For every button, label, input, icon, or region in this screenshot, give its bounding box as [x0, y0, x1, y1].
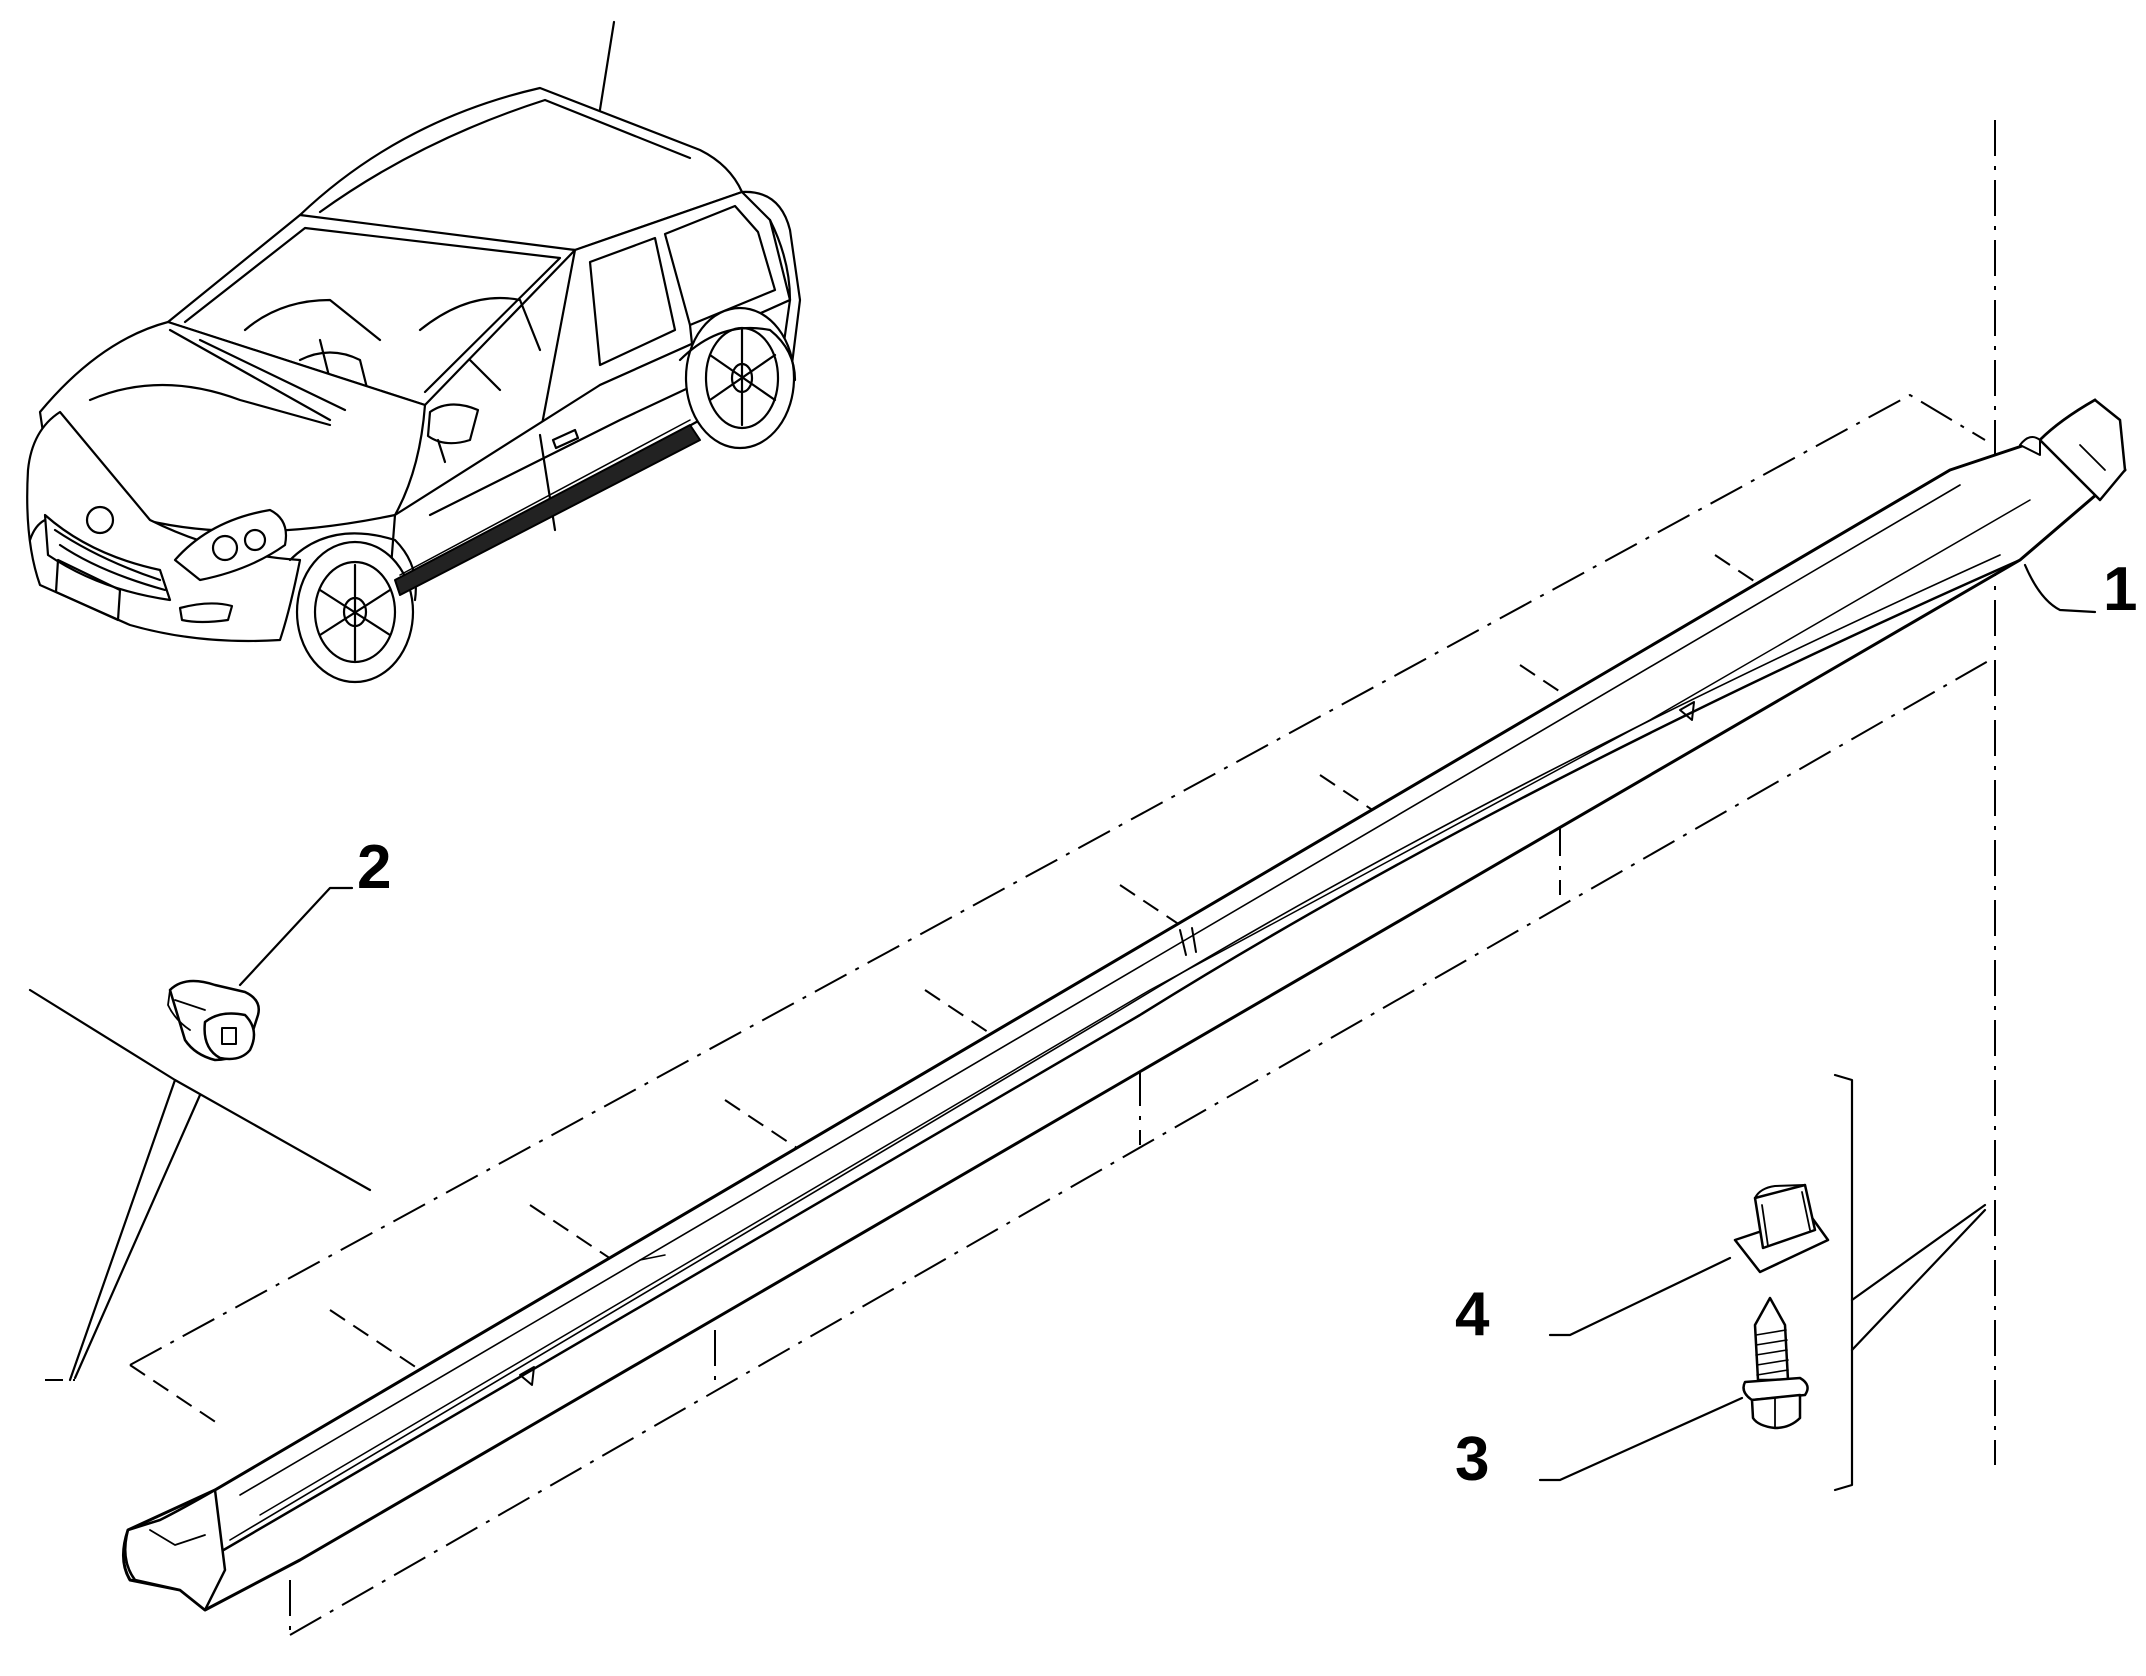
screw: [1742, 1296, 1809, 1430]
callout-3: 3: [1455, 1425, 1489, 1494]
clip-nut: [1733, 1183, 1830, 1274]
callout-1: 1: [2103, 555, 2137, 624]
callout-leaders: [238, 563, 2097, 1482]
callout-4: 4: [1455, 1280, 1490, 1349]
callout-2: 2: [357, 833, 391, 902]
side-sill-trim: [122, 398, 2127, 1612]
push-clip: [167, 979, 260, 1062]
assembly-bracket: [1833, 1073, 1987, 1492]
car-illustration: [26, 20, 802, 684]
